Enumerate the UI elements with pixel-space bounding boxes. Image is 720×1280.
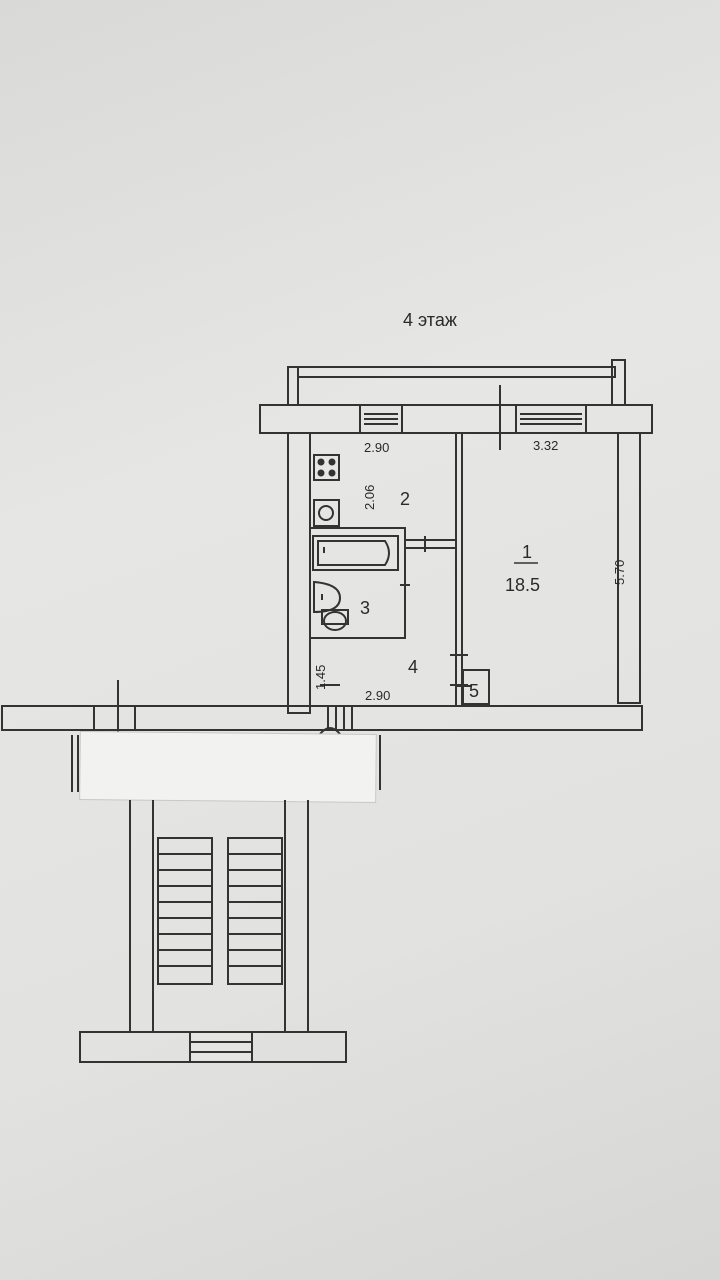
room-width-label: 3.32 [533, 438, 558, 453]
floor-label: 4 этаж [403, 310, 457, 330]
hall-width-label: 2.90 [365, 688, 390, 703]
balcony [287, 359, 626, 406]
kitchen-width-label: 2.90 [364, 440, 389, 455]
hall-depth-label: 1.45 [313, 665, 328, 690]
stair-flight-right [227, 837, 283, 985]
washbasin-icon [313, 580, 342, 614]
staircase [79, 800, 347, 1063]
kitchen-number: 2 [400, 489, 410, 509]
room1-number: 1 [522, 542, 532, 562]
paper-sticker [79, 730, 377, 804]
stair-flight-left [157, 837, 213, 985]
entrance-door [319, 706, 353, 735]
bathtub-icon [312, 535, 399, 571]
kitchen-depth-label: 2.06 [362, 485, 377, 510]
stair-entrance-steps [189, 1031, 253, 1063]
stove-icon [313, 454, 340, 481]
closet-number: 5 [469, 681, 479, 701]
hallway-number: 4 [408, 657, 418, 677]
toilet-icon [321, 609, 349, 631]
room-window [499, 385, 587, 450]
wall-markers [71, 680, 381, 792]
room1-area: 18.5 [505, 575, 540, 595]
bathroom-number: 3 [360, 598, 370, 618]
interior-walls [309, 433, 490, 706]
sink-icon [313, 499, 340, 527]
room-depth-label: 5.70 [612, 560, 627, 585]
kitchen-window [359, 404, 403, 434]
